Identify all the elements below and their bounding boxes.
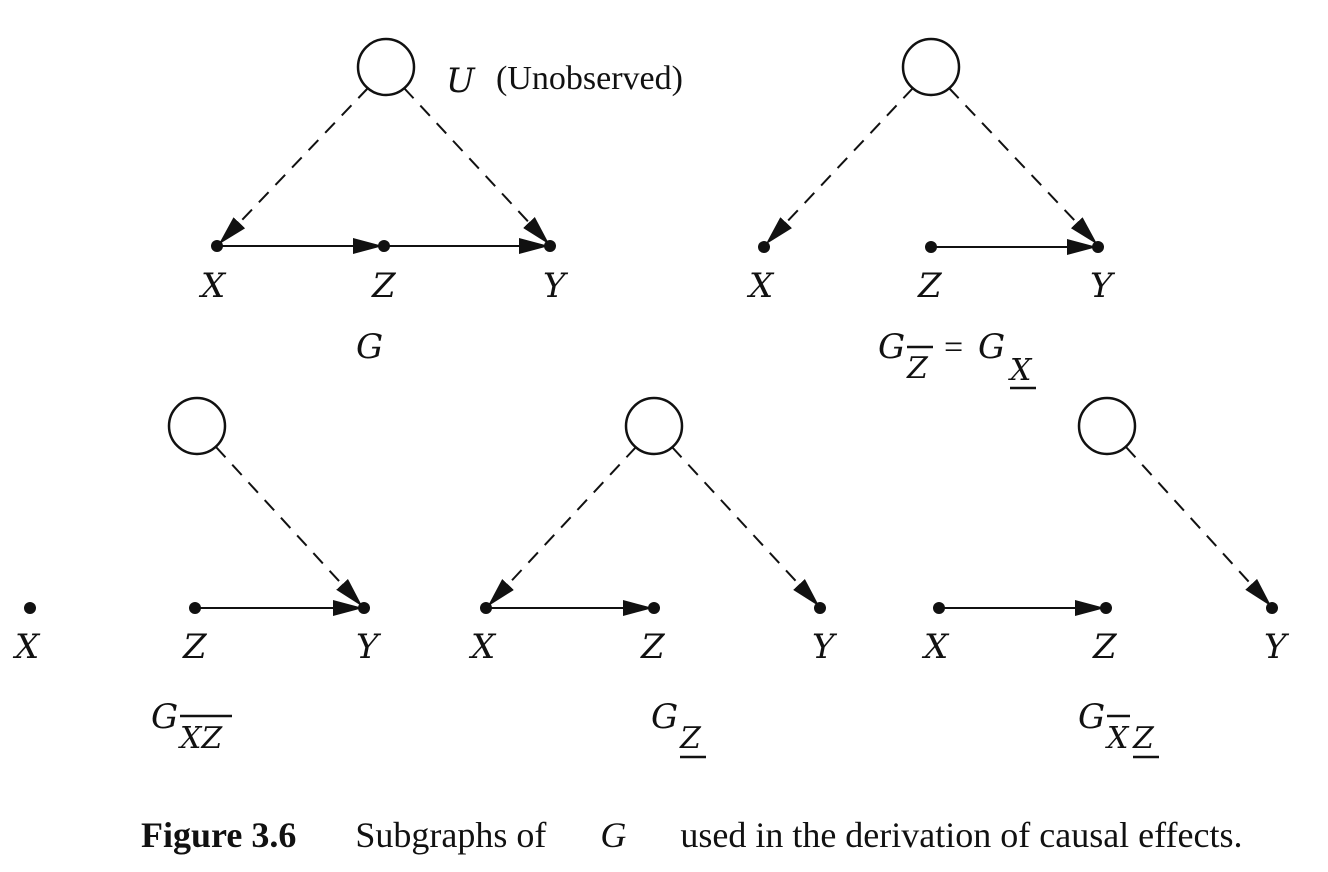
- node-X-label: X: [746, 266, 775, 306]
- node-Y: [814, 602, 826, 614]
- graph-label-G: G: [151, 697, 178, 737]
- caption-text-a: Subgraphs of: [355, 815, 555, 855]
- caption-text-g: G: [600, 815, 626, 855]
- node-U: [901, 37, 961, 97]
- node-Z-label: Z: [182, 627, 208, 667]
- node-Y: [358, 602, 370, 614]
- node-Z: [189, 602, 201, 614]
- graph-label-sub-Z: Z: [906, 351, 929, 386]
- node-X-label: X: [198, 266, 227, 306]
- node-Y: [1092, 241, 1104, 253]
- graph-label-equals: =: [944, 329, 963, 366]
- node-U: [356, 37, 416, 97]
- node-Y-label: Y: [543, 266, 569, 306]
- caption-number: Figure 3.6: [141, 815, 296, 855]
- node-X: [758, 241, 770, 253]
- figure-caption: Figure 3.6 Subgraphs of G used in the de…: [96, 815, 1269, 855]
- node-X: [24, 602, 36, 614]
- node-Y: [544, 240, 556, 252]
- node-X: [211, 240, 223, 252]
- graph-G-underZ: X Z Y G Z: [468, 396, 838, 759]
- node-Z: [925, 241, 937, 253]
- graph-G-overX-underZ: X Z Y G X Z: [921, 396, 1290, 759]
- edge-U-Y: [215, 446, 363, 607]
- node-X-label: X: [12, 627, 41, 667]
- node-Y-label: Y: [356, 627, 382, 667]
- node-Z: [648, 602, 660, 614]
- node-U: [624, 396, 684, 456]
- graph-label-G: G: [1078, 697, 1105, 737]
- node-Y-label: Y: [1090, 266, 1116, 306]
- edge-U-Y: [671, 446, 820, 607]
- node-X-label: X: [921, 627, 950, 667]
- edge-U-X: [218, 87, 369, 245]
- graph-G-overZ: X Z Y G Z = G X: [746, 37, 1116, 390]
- node-Z: [1100, 602, 1112, 614]
- node-Y-label: Y: [1264, 627, 1290, 667]
- graph-label-sub-X: X: [1105, 721, 1130, 756]
- graph-label-sub-XZ: XZ: [178, 721, 223, 756]
- node-U-label: U: [446, 61, 476, 101]
- graph-G-overXZ: X Z Y G XZ: [12, 396, 382, 756]
- node-Z: [378, 240, 390, 252]
- node-Z-label: Z: [1092, 627, 1118, 667]
- edge-U-X: [765, 87, 914, 245]
- graph-label-G2: G: [978, 327, 1005, 367]
- edge-U-Y: [948, 87, 1098, 245]
- edge-U-Y: [1125, 446, 1272, 607]
- node-Z-label: Z: [640, 627, 666, 667]
- edge-U-X: [487, 446, 637, 607]
- node-U: [167, 396, 227, 456]
- caption-text-b: used in the derivation of causal effects…: [671, 815, 1242, 855]
- unobserved-note: (Unobserved): [496, 60, 683, 97]
- node-Y: [1266, 602, 1278, 614]
- graph-label-sub-Z: Z: [1132, 721, 1155, 756]
- node-Z-label: Z: [917, 266, 943, 306]
- graph-label-G: G: [651, 697, 678, 737]
- edge-U-Y: [403, 87, 550, 245]
- graph-label-sub-X: X: [1008, 353, 1033, 388]
- node-X: [933, 602, 945, 614]
- graph-label-sub-Z: Z: [679, 721, 702, 756]
- graph-label-G: G: [878, 327, 905, 367]
- node-Z-label: Z: [371, 266, 397, 306]
- graph-G: U (Unobserved) X Z Y G: [198, 37, 683, 367]
- node-X: [480, 602, 492, 614]
- node-X-label: X: [468, 627, 497, 667]
- node-Y-label: Y: [812, 627, 838, 667]
- node-U: [1077, 396, 1137, 456]
- graph-label-G: G: [356, 327, 383, 367]
